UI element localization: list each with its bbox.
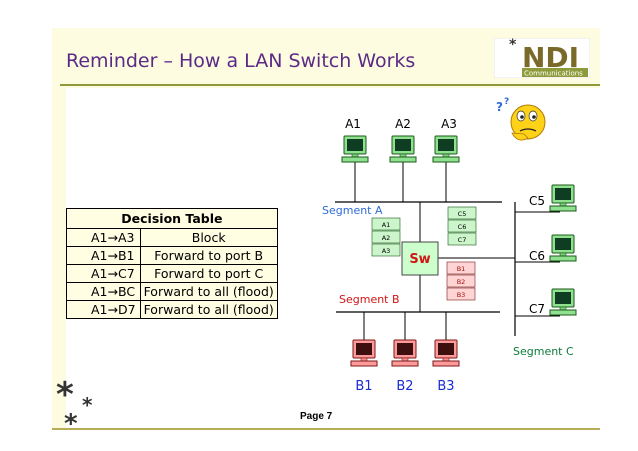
logo-asterisk-icon: * <box>509 38 517 53</box>
mac-entry-b3: B3 <box>457 291 466 299</box>
host-b3-computer-icon <box>432 339 460 367</box>
table-cell-src: A1→A3 <box>66 228 141 247</box>
decorative-asterisk-icon: * * * <box>56 375 93 439</box>
thinking-face-icon: ? ? <box>496 97 546 141</box>
host-b2-label: B2 <box>396 379 413 394</box>
slide-bottom-rule <box>52 428 600 430</box>
mac-entry-b1: B1 <box>457 265 466 273</box>
table-cell-action: Forward to port B <box>140 246 278 265</box>
svg-text:?: ? <box>504 97 509 107</box>
switch-box <box>401 241 439 276</box>
host-c7-label: C7 <box>529 302 545 316</box>
page-number: Page 7 <box>300 411 333 422</box>
mac-table-c: C5 C6 C7 <box>447 206 477 246</box>
switch-label: Sw <box>409 252 430 267</box>
slide-title: Reminder – How a LAN Switch Works <box>66 50 416 72</box>
mac-table-b: B1 B2 B3 <box>446 261 476 301</box>
svg-text:?: ? <box>496 100 503 114</box>
host-c7-computer-icon <box>549 288 577 316</box>
mac-table-a: A1 A2 A3 <box>371 217 401 257</box>
host-b2-computer-icon <box>391 339 419 367</box>
title-underline <box>60 84 600 86</box>
host-c5-label: C5 <box>529 194 545 208</box>
host-a1-label: A1 <box>345 117 361 131</box>
host-b1-computer-icon <box>350 339 378 367</box>
host-c5-computer-icon <box>549 184 577 212</box>
table-row: A1→BC Forward to all (flood) <box>66 282 278 301</box>
logo-subtext: Communications <box>524 70 583 78</box>
table-cell-src: A1→BC <box>66 282 141 301</box>
host-c6-computer-icon <box>549 234 577 262</box>
mac-entry-a1: A1 <box>382 221 391 229</box>
slide-left-band <box>52 28 66 428</box>
host-a2-computer-icon <box>389 135 417 163</box>
mac-entry-c5: C5 <box>458 210 467 218</box>
table-cell-action: Forward to port C <box>140 264 278 283</box>
host-c6-label: C6 <box>529 249 545 263</box>
table-row: A1→C7 Forward to port C <box>66 264 278 283</box>
table-row: A1→B1 Forward to port B <box>66 246 278 265</box>
svg-text:*: * <box>56 375 74 415</box>
table-cell-action: Forward to all (flood) <box>140 282 278 301</box>
table-cell-action: Forward to all (flood) <box>140 300 278 319</box>
ndi-logo: * NDI Communications <box>494 38 590 78</box>
host-a2-label: A2 <box>395 117 411 131</box>
mac-entry-c7: C7 <box>458 236 467 244</box>
segment-b-label: Segment B <box>339 293 400 306</box>
segment-c-label: Segment C <box>513 345 574 358</box>
mac-entry-c6: C6 <box>458 223 467 231</box>
host-b3-label: B3 <box>437 379 454 394</box>
table-cell-src: A1→B1 <box>66 246 141 265</box>
host-a3-computer-icon <box>432 135 460 163</box>
table-cell-src: A1→D7 <box>66 300 141 319</box>
svg-text:*: * <box>64 409 78 439</box>
mac-entry-a2: A2 <box>382 234 391 242</box>
decision-table: Decision Table A1→A3 Block A1→B1 Forward… <box>66 208 278 319</box>
host-b1-label: B1 <box>355 379 372 394</box>
segment-a-label: Segment A <box>322 204 383 217</box>
table-row: A1→A3 Block <box>66 228 278 247</box>
table-row: A1→D7 Forward to all (flood) <box>66 300 278 319</box>
table-cell-action: Block <box>140 228 278 247</box>
table-cell-src: A1→C7 <box>66 264 141 283</box>
decision-table-header: Decision Table <box>121 211 223 226</box>
svg-text:*: * <box>82 393 93 417</box>
mac-entry-b2: B2 <box>457 278 466 286</box>
host-a3-label: A3 <box>441 117 457 131</box>
mac-entry-a3: A3 <box>382 247 391 255</box>
host-a1-computer-icon <box>341 135 369 163</box>
